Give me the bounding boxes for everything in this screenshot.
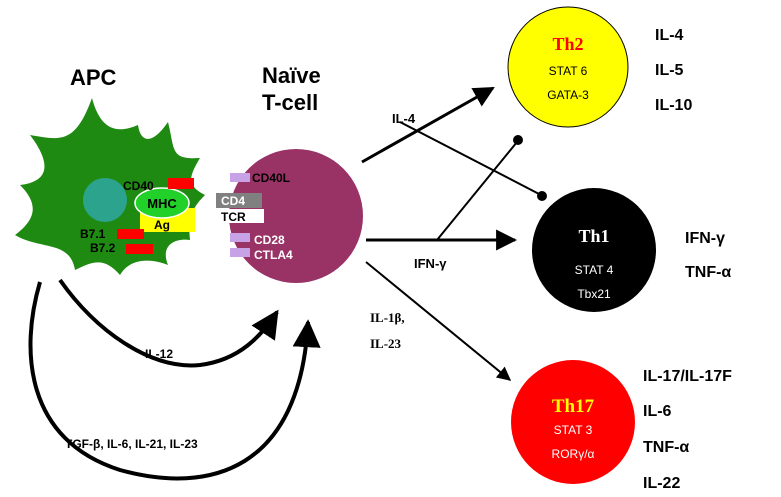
th17-cytokine-1: IL-17/IL-17F bbox=[643, 368, 732, 385]
arrow-to-th2 bbox=[361, 86, 495, 164]
naive-title-line1: Naïve bbox=[262, 63, 321, 88]
ifng-signal-label: IFN-γ bbox=[414, 256, 447, 271]
ifng-inhibit-end bbox=[513, 135, 523, 145]
th2-tf1: STAT 6 bbox=[549, 64, 588, 78]
mhc-ellipse bbox=[134, 187, 190, 219]
arrow-to-th17 bbox=[365, 261, 512, 381]
b71-label: B7.1 bbox=[80, 227, 106, 241]
th2-name: Th2 bbox=[552, 34, 583, 54]
tcr-box bbox=[216, 209, 264, 223]
th17-cell bbox=[511, 360, 635, 484]
il1b-signal-label: IL-1β, bbox=[370, 310, 405, 325]
cd4-label: CD4 bbox=[221, 194, 245, 208]
th17-cytokine-3: TNF-α bbox=[643, 439, 689, 456]
th17-cytokine-2: IL-6 bbox=[643, 403, 672, 420]
th2-cytokine-1: IL-4 bbox=[655, 27, 684, 44]
il4-inhibits-th1 bbox=[399, 121, 542, 196]
arrow-tgfb bbox=[28, 281, 321, 481]
tgfb-signal-label: TGF-β, IL-6, IL-21, IL-23 bbox=[65, 437, 198, 451]
th2-cell bbox=[507, 6, 629, 128]
cd40l-label: CD40L bbox=[252, 171, 290, 185]
cd4-box bbox=[216, 193, 262, 208]
cd28-bar bbox=[230, 233, 250, 242]
il23-signal-label: IL-23 bbox=[370, 336, 402, 351]
th2-tf2: GATA-3 bbox=[547, 88, 589, 102]
il4-inhibit-end bbox=[537, 191, 547, 201]
th17-tf1: STAT 3 bbox=[554, 423, 593, 437]
ctla4-bar bbox=[230, 248, 250, 257]
apc-nucleus bbox=[83, 178, 127, 222]
cd40l-bar bbox=[230, 173, 250, 182]
ctla4-label: CTLA4 bbox=[254, 248, 293, 262]
th17-tf2: RORγ/α bbox=[552, 447, 595, 461]
th1-tf1: STAT 4 bbox=[575, 263, 614, 277]
naive-t-cell bbox=[229, 149, 363, 283]
arrow-il12 bbox=[58, 278, 279, 368]
th17-name: Th17 bbox=[552, 396, 595, 417]
th1-name: Th1 bbox=[578, 226, 609, 246]
th1-cell bbox=[532, 188, 656, 312]
th1-cytokine-1: IFN-γ bbox=[685, 230, 725, 247]
th1-cytokine-2: TNF-α bbox=[685, 264, 731, 281]
il4-signal-label: IL-4 bbox=[392, 111, 416, 126]
ifng-inhibits-th2 bbox=[436, 141, 518, 241]
b72-label: B7.2 bbox=[90, 241, 116, 255]
cd40-label: CD40 bbox=[123, 179, 154, 193]
cd28-label: CD28 bbox=[254, 233, 285, 247]
b71-bar bbox=[117, 229, 144, 239]
naive-title-line2: T-cell bbox=[262, 90, 318, 115]
th2-cytokine-3: IL-10 bbox=[655, 97, 692, 114]
mhc-label: MHC bbox=[147, 196, 177, 211]
th17-cytokine-4: IL-22 bbox=[643, 475, 680, 492]
ag-label: Ag bbox=[154, 218, 170, 232]
cd40-bar bbox=[168, 178, 194, 189]
b72-bar bbox=[126, 244, 153, 254]
tcr-label: TCR bbox=[221, 210, 246, 224]
apc-title: APC bbox=[70, 65, 117, 90]
th1-tf2: Tbx21 bbox=[577, 287, 611, 301]
th2-cytokine-2: IL-5 bbox=[655, 62, 684, 79]
il12-signal-label: IL-12 bbox=[145, 347, 173, 361]
